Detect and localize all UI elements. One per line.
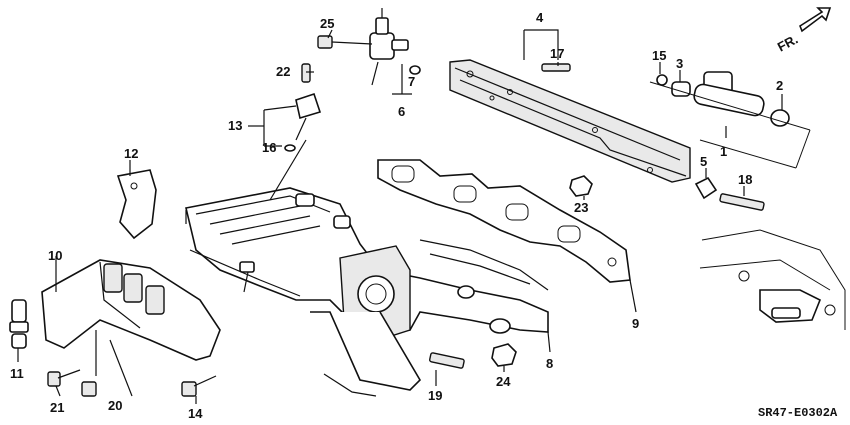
injector-insulator bbox=[694, 176, 765, 211]
callout-17: 17 bbox=[550, 46, 564, 61]
callout-7: 7 bbox=[408, 74, 415, 89]
sensor-assembly bbox=[269, 63, 322, 201]
clip-11 bbox=[9, 299, 29, 349]
callout-13: 13 bbox=[228, 118, 242, 133]
nut-23 bbox=[569, 175, 593, 197]
callout-15: 15 bbox=[652, 48, 666, 63]
nut-24 bbox=[491, 343, 517, 367]
callout-6: 6 bbox=[398, 104, 405, 119]
callout-3: 3 bbox=[676, 56, 683, 71]
callout-1: 1 bbox=[720, 144, 727, 159]
callout-5: 5 bbox=[700, 154, 707, 169]
bolt-21 bbox=[47, 369, 81, 387]
callout-10: 10 bbox=[48, 248, 62, 263]
intake-manifold bbox=[185, 187, 549, 397]
callout-4: 4 bbox=[536, 10, 544, 25]
stud-18 bbox=[719, 193, 765, 211]
screw-22 bbox=[301, 63, 311, 83]
bolt-20 bbox=[81, 381, 97, 397]
pressure-regulator bbox=[369, 8, 421, 86]
callout-9: 9 bbox=[632, 316, 639, 331]
callout-21: 21 bbox=[50, 400, 64, 415]
callout-24: 24 bbox=[496, 374, 511, 389]
callout-11: 11 bbox=[10, 366, 24, 381]
callout-14: 14 bbox=[188, 406, 203, 421]
callout-19: 19 bbox=[428, 388, 442, 403]
o-ring-15 bbox=[656, 74, 668, 86]
leader-lines bbox=[17, 29, 783, 404]
cylinder-head-detail bbox=[699, 229, 846, 330]
injector-assembly bbox=[649, 71, 811, 169]
manifold-gasket bbox=[377, 159, 631, 283]
stud-19 bbox=[429, 352, 465, 369]
callout-18: 18 bbox=[738, 172, 752, 187]
diagram-code: SR47-E0302A bbox=[758, 406, 838, 420]
cushion-ring-2 bbox=[770, 109, 790, 127]
fuel-rail bbox=[449, 59, 691, 183]
callout-20: 20 bbox=[108, 398, 122, 413]
bolt-14 bbox=[181, 375, 217, 397]
callout-8: 8 bbox=[546, 356, 553, 371]
callout-16: 16 bbox=[262, 140, 276, 155]
callout-25: 25 bbox=[320, 16, 334, 31]
harness-bracket bbox=[41, 259, 221, 397]
bolt-25 bbox=[317, 35, 373, 49]
front-direction-arrow: FR. bbox=[775, 7, 832, 55]
callout-22: 22 bbox=[276, 64, 290, 79]
callout-23: 23 bbox=[574, 200, 588, 215]
callout-2: 2 bbox=[776, 78, 783, 93]
o-ring-16 bbox=[284, 144, 296, 152]
callout-labels: 1 2 3 4 5 6 7 8 9 10 11 12 13 14 15 16 1… bbox=[10, 10, 783, 421]
stud-17 bbox=[541, 63, 571, 72]
callout-12: 12 bbox=[124, 146, 138, 161]
direction-label: FR. bbox=[775, 31, 801, 54]
bracket-12 bbox=[116, 169, 157, 240]
